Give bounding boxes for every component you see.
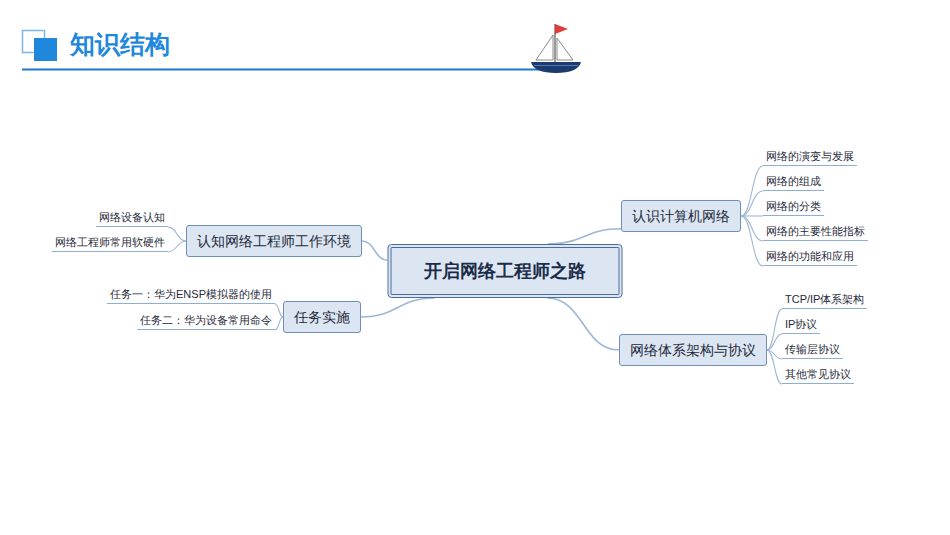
- connector-layer: [168, 166, 782, 384]
- central-topic: 开启网络工程师之路: [388, 244, 623, 298]
- branch-connector: [275, 304, 283, 317]
- main-topic-box: 任务实施: [283, 301, 361, 333]
- subtopic-item: IP协议: [782, 316, 820, 334]
- topic-text: 网络的功能和应用: [766, 248, 854, 264]
- topic-text: TCP/IP体系架构: [785, 291, 864, 307]
- subtopic-item: TCP/IP体系架构: [782, 291, 867, 309]
- topic-text: 网络体系架构与协议: [630, 340, 756, 360]
- sail: [536, 35, 553, 60]
- branch-connector: [767, 334, 782, 350]
- subtopic-item: 网络设备认知: [96, 209, 168, 227]
- branch-connector: [741, 166, 763, 216]
- branch-connector: [741, 216, 763, 241]
- topic-text: 网络的演变与发展: [766, 148, 854, 164]
- subtopic-item: 传输层协议: [782, 341, 843, 359]
- branch-connector: [275, 317, 283, 330]
- subtopic-item: 其他常见协议: [782, 366, 854, 384]
- subtopic-item: 网络的功能和应用: [763, 248, 857, 266]
- topic-text: 网络的组成: [766, 173, 821, 189]
- topic-text: 传输层协议: [785, 341, 840, 357]
- main-topic-box: 网络体系架构与协议: [619, 334, 767, 366]
- topic-text: 认知网络工程师工作环境: [197, 231, 351, 251]
- main-topic-box: 认识计算机网络: [621, 200, 741, 232]
- subtopic-item: 任务二：华为设备常用命令: [137, 312, 275, 330]
- sail: [557, 38, 573, 60]
- topic-text: 任务一：华为ENSP模拟器的使用: [110, 286, 272, 302]
- branch-connector: [547, 298, 619, 350]
- branch-connector: [168, 241, 186, 252]
- subtopic-item: 网络的主要性能指标: [763, 223, 868, 241]
- branch-connector: [168, 227, 186, 241]
- topic-text: 网络工程师常用软硬件: [55, 234, 165, 250]
- icon-filled-square: [34, 38, 57, 61]
- topic-text: 开启网络工程师之路: [416, 260, 595, 282]
- topic-text: 网络设备认知: [99, 209, 165, 225]
- page-title: 知识结构: [70, 26, 170, 62]
- topic-text: 其他常见协议: [785, 366, 851, 382]
- flag: [555, 24, 568, 34]
- subtopic-item: 网络的演变与发展: [763, 148, 857, 166]
- topic-text: 认识计算机网络: [632, 206, 730, 226]
- branch-connector: [741, 216, 763, 266]
- title-icon: [23, 31, 58, 62]
- hull: [531, 62, 581, 73]
- hull-stripe: [534, 65, 578, 66]
- subtopic-item: 网络的分类: [763, 198, 824, 216]
- subtopic-item: 网络工程师常用软硬件: [52, 234, 168, 252]
- main-topic-box: 认知网络工程师工作环境: [186, 225, 362, 257]
- topic-text: 任务实施: [294, 307, 350, 327]
- topic-text: 网络的分类: [766, 198, 821, 214]
- branch-connector: [362, 241, 388, 260]
- topic-text: 任务二：华为设备常用命令: [140, 312, 272, 328]
- branch-connector: [767, 350, 782, 384]
- branch-connector: [361, 298, 435, 317]
- branch-connector: [767, 309, 782, 350]
- subtopic-item: 任务一：华为ENSP模拟器的使用: [107, 286, 275, 304]
- branch-connector: [741, 191, 763, 216]
- sailboat-illustration: [531, 24, 581, 73]
- topic-text: 网络的主要性能指标: [766, 223, 865, 239]
- branch-connector: [547, 229, 621, 244]
- topic-text: IP协议: [785, 316, 817, 332]
- subtopic-item: 网络的组成: [763, 173, 824, 191]
- title-rule: [22, 69, 562, 71]
